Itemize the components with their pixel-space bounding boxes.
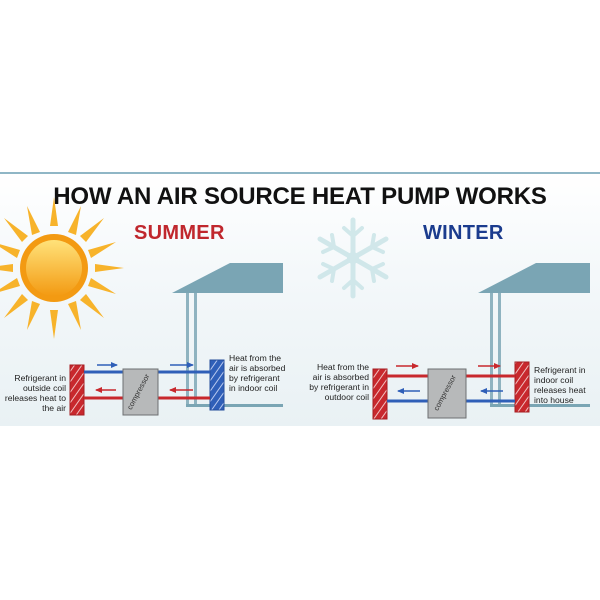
snowflake-icon [317,217,389,299]
diagram-title: HOW AN AIR SOURCE HEAT PUMP WORKS [53,183,547,210]
outdoor-coil-hot [69,364,85,416]
winter-heading: WINTER [423,222,504,244]
winter-indoor-coil-label: Refrigerant in indoor coil releases heat… [534,365,586,405]
summer-heading: SUMMER [134,222,225,244]
summer-outdoor-coil-label: Refrigerant in outside coil releases hea… [4,373,66,413]
winter-house [478,263,590,407]
winter-cycle [372,361,530,420]
winter-outdoor-coil-label: Heat from the air is absorbed by refrige… [309,362,369,402]
summer-house [172,263,283,407]
indoor-coil [514,361,530,413]
summer-indoor-coil-label: Heat from the air is absorbed by refrige… [229,353,286,393]
sun-icon [0,197,124,339]
outdoor-coil [372,368,388,420]
winter-compressor [427,368,467,419]
top-divider [0,172,600,174]
summer-cycle [69,359,225,416]
summer-compressor [122,368,159,416]
indoor-coil-cold [209,359,225,411]
